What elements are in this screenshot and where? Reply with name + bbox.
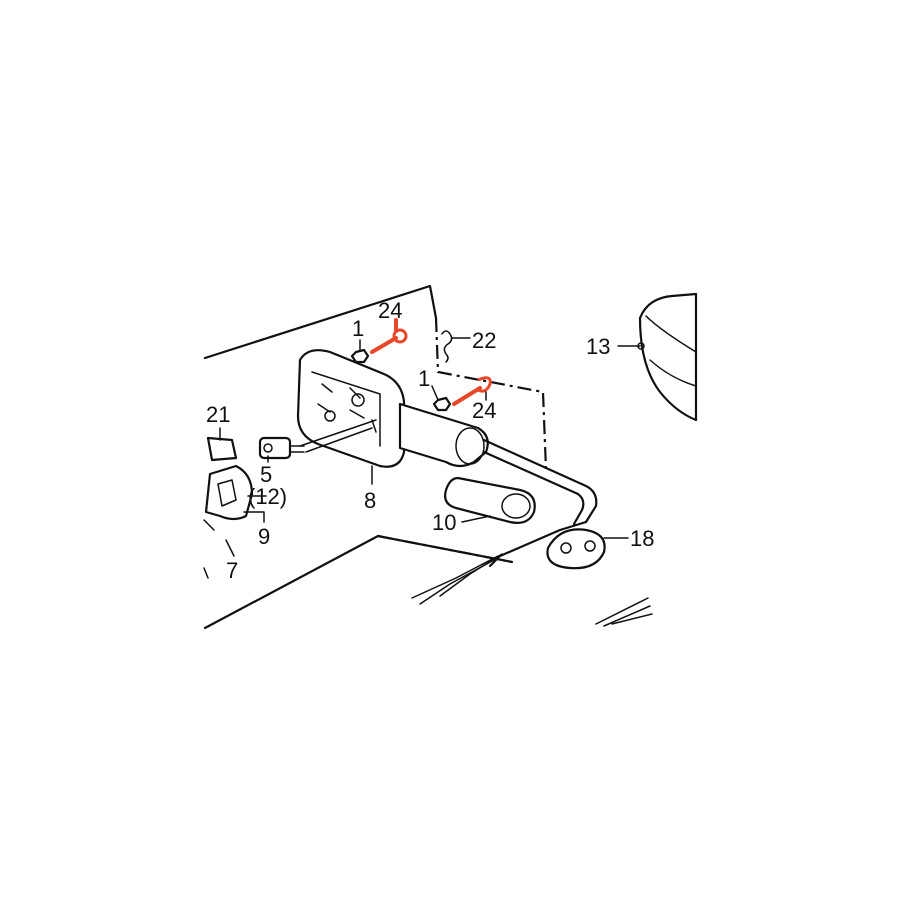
- callout-24-lower: 24: [472, 398, 496, 423]
- callout-labels: 1 24 22 13 1 24 21 5 (12) 9 8 7 10 18: [206, 298, 654, 583]
- callout-9: 9: [258, 524, 270, 549]
- fork-cover-part-13: [637, 292, 698, 422]
- callout-21: 21: [206, 402, 230, 427]
- callout-1-upper: 1: [352, 316, 364, 341]
- callout-24-upper: 24: [378, 298, 402, 323]
- callout-12: (12): [248, 484, 287, 509]
- callout-8: 8: [364, 488, 376, 513]
- mounting-bracket: [203, 436, 254, 579]
- screw-part-24-lower: [452, 376, 492, 406]
- callout-7: 7: [226, 558, 238, 583]
- screw-part-24-upper: [370, 318, 408, 354]
- wire-harness: [299, 419, 653, 627]
- callout-1-lower: 1: [418, 366, 430, 391]
- panel-frame: [203, 284, 548, 630]
- bulb-part-10: [444, 476, 536, 524]
- callout-22: 22: [472, 328, 496, 353]
- bulb-socket-part-5: [258, 436, 305, 460]
- grommet-part-18: [546, 528, 606, 570]
- callout-13: 13: [586, 334, 610, 359]
- leader-lines: [219, 337, 641, 557]
- callout-18: 18: [630, 526, 654, 551]
- callout-10: 10: [432, 510, 456, 535]
- signal-stay: [398, 402, 598, 568]
- callout-5: 5: [260, 462, 272, 487]
- hardware-small: [350, 330, 453, 412]
